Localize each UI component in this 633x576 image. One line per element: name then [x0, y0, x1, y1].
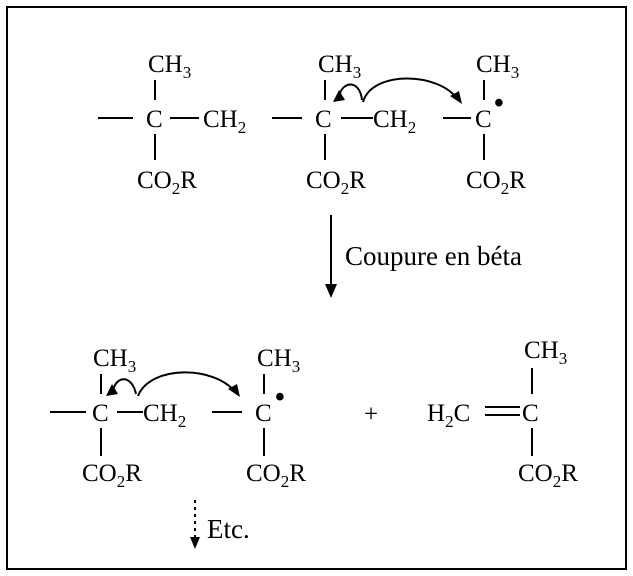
- carbon-atom: C: [92, 400, 109, 427]
- electron-arrow-curved: [112, 378, 137, 395]
- arrowhead: [228, 384, 240, 397]
- plus-sign: +: [364, 401, 378, 428]
- ch2-group: CH2: [373, 106, 416, 137]
- arrowhead: [325, 284, 337, 298]
- co2r-group: CO2R: [82, 460, 142, 491]
- co2r-group: CO2R: [137, 167, 197, 198]
- polymer-radical-product: CH3 C CO2R CH2 CH3 C • CO2R: [50, 345, 306, 491]
- co2r-group: CO2R: [246, 460, 306, 491]
- carbon-atom: C: [315, 106, 332, 133]
- co2r-group: CO2R: [306, 167, 366, 198]
- ch3-group: CH3: [318, 51, 361, 82]
- arrowhead: [190, 537, 200, 549]
- continuation-arrow: Etc.: [190, 500, 250, 549]
- ch2-group: CH2: [203, 106, 246, 137]
- radical-dot: •: [494, 88, 504, 119]
- continuation-label: Etc.: [207, 514, 250, 544]
- electron-arrow-curved: [137, 371, 237, 397]
- ch2-group: CH2: [143, 400, 186, 431]
- ch3-group: CH3: [93, 345, 136, 376]
- reaction-arrow: Coupure en béta: [325, 215, 522, 298]
- electron-arrow-curved: [362, 77, 459, 103]
- carbon-atom: C: [475, 106, 492, 133]
- ch3-group: CH3: [148, 51, 191, 82]
- carbon-atom: C: [522, 400, 539, 427]
- arrowhead: [106, 384, 118, 396]
- ch3-group: CH3: [476, 51, 519, 82]
- h2c-group: H2C: [427, 400, 470, 431]
- co2r-group: CO2R: [466, 167, 526, 198]
- carbon-atom: C: [146, 106, 163, 133]
- carbon-atom: C: [255, 400, 272, 427]
- ch3-group: CH3: [257, 345, 300, 376]
- arrowhead: [450, 91, 462, 104]
- radical-dot: •: [275, 382, 285, 413]
- arrowhead: [333, 90, 345, 102]
- frame: [6, 6, 627, 570]
- polymer-chain-top: CH3 C CO2R CH2 CH3 C CO2R CH2 CH3 C • CO…: [98, 51, 526, 198]
- ch3-group: CH3: [524, 337, 567, 368]
- reaction-label: Coupure en béta: [345, 241, 522, 271]
- co2r-group: CO2R: [518, 460, 578, 491]
- monomer-product: H2C C CH3 CO2R: [427, 337, 578, 491]
